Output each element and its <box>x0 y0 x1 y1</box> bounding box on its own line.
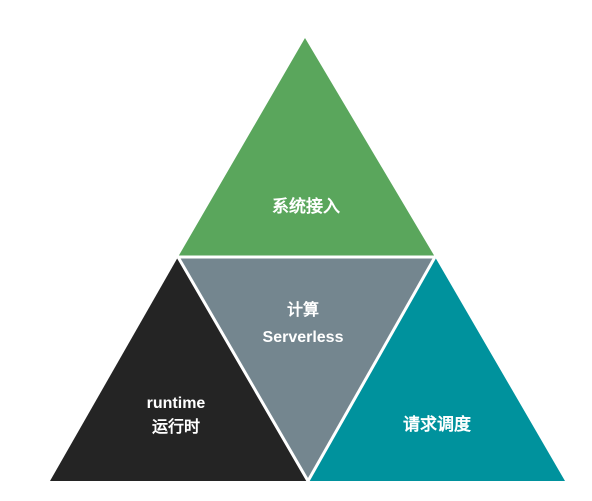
right-triangle <box>308 257 565 481</box>
center-label-line1: 计算 <box>287 300 319 319</box>
left-label-line2: 运行时 <box>152 417 200 436</box>
center-label-line2: Serverless <box>263 329 344 346</box>
right-label: 请求调度 <box>403 414 472 434</box>
top-triangle <box>178 38 435 257</box>
left-segment: runtime 运行时 <box>50 257 308 481</box>
divider-left <box>176 256 310 482</box>
left-triangle <box>50 257 308 481</box>
divider-right <box>306 256 437 482</box>
segment-dividers <box>176 255 437 482</box>
center-segment: 计算 Serverless <box>178 257 435 481</box>
top-label: 系统接入 <box>272 196 340 216</box>
right-segment: 请求调度 <box>308 257 565 481</box>
left-label-line1: runtime <box>147 395 206 412</box>
center-triangle <box>178 257 435 481</box>
top-segment: 系统接入 <box>178 38 435 257</box>
